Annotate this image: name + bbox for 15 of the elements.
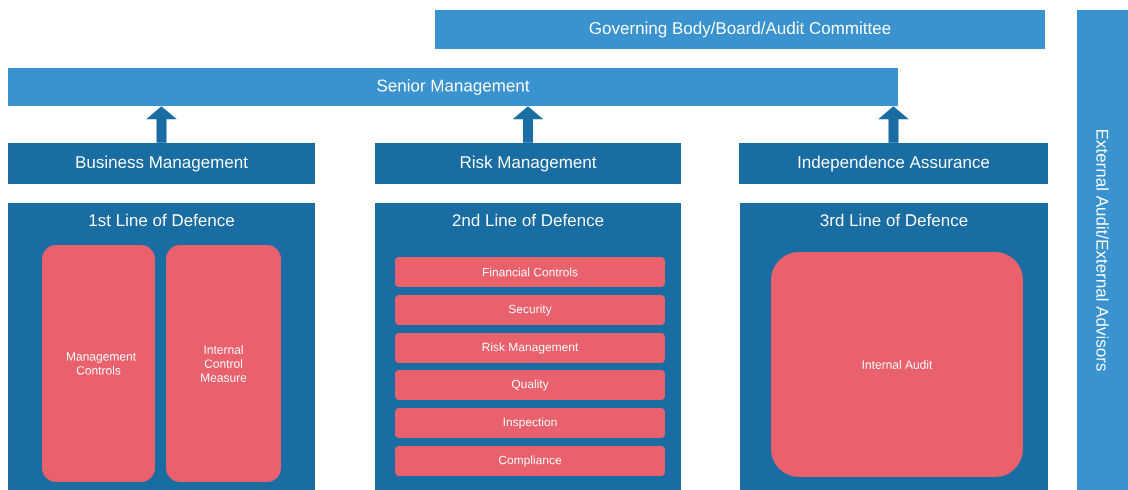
control-item: Security <box>395 295 665 325</box>
function-box: Risk Management <box>375 143 681 184</box>
control-box: Internal Audit <box>771 252 1023 477</box>
header-bar: Governing Body/Board/Audit Committee <box>435 10 1045 49</box>
control-box: Management Controls <box>42 245 155 482</box>
control-item: Compliance <box>395 446 665 476</box>
control-item: Financial Controls <box>395 257 665 287</box>
control-item: Risk Management <box>395 333 665 363</box>
header-bar: Senior Management <box>8 68 898 106</box>
function-box: Business Management <box>8 143 315 184</box>
control-item: Inspection <box>395 408 665 438</box>
side-bar: External Audit/External Advisors <box>1077 10 1128 490</box>
function-box: Independence Assurance <box>739 143 1048 184</box>
control-box: Internal Control Measure <box>166 245 281 482</box>
control-item: Quality <box>395 370 665 400</box>
